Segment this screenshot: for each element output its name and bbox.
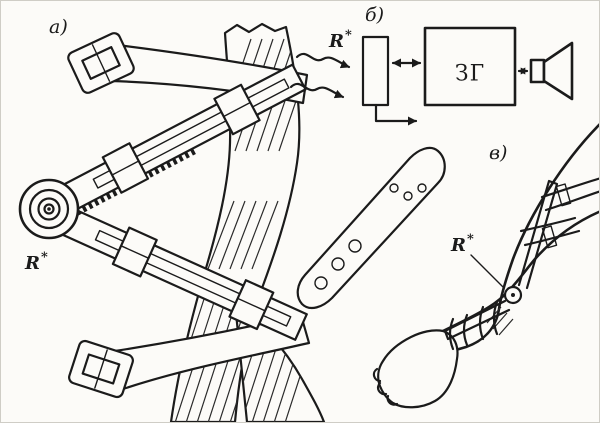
sensor-label-c: R* <box>450 232 474 256</box>
buckle-prong <box>91 44 111 82</box>
clamp-slots <box>111 101 266 312</box>
pivot-axle <box>43 203 55 215</box>
speaker-driver <box>529 58 546 84</box>
lower-strap-buckle <box>68 339 134 399</box>
signal-block-diagram: б) R* ЗГ <box>289 4 574 126</box>
sensor-label-a: R* <box>24 250 48 274</box>
feedback-wire <box>374 103 418 126</box>
arm-strap-2-buckle <box>541 225 558 249</box>
arm-strap-4 <box>478 300 499 341</box>
pivot-hub <box>37 197 61 221</box>
vertical-strap <box>169 22 301 422</box>
arm-inner-contour <box>441 210 599 333</box>
radio-wave-arrow-2 <box>289 82 345 99</box>
generator-label: ЗГ <box>455 62 485 87</box>
lower-bar-slot <box>94 229 292 327</box>
finger-bumps <box>372 367 399 406</box>
lower-strap-band <box>113 313 311 391</box>
arm-strap-3 <box>448 313 469 351</box>
panel-c-label: в) <box>489 142 507 164</box>
holed-strap-small-holes <box>389 183 427 201</box>
panel-b-label: б) <box>365 4 384 26</box>
arm-strap-2 <box>519 216 581 247</box>
pivot-center-dot <box>47 207 51 211</box>
panel-a-label: а) <box>49 16 68 38</box>
arm-illustration: в) R* <box>372 123 599 409</box>
speaker-cone <box>542 41 574 101</box>
generator-box <box>423 26 517 107</box>
arm-strap-1-buckle <box>555 183 572 207</box>
fist <box>377 329 459 409</box>
sensor-label-b: R* <box>328 28 352 52</box>
goniometer-device: а) R* <box>18 16 446 422</box>
holed-strap-big-holes <box>314 239 362 290</box>
buckle-prong <box>94 349 108 389</box>
radio-wave-arrow-1 <box>295 52 351 69</box>
arm-strap-1 <box>540 177 599 212</box>
arm-outer-contour <box>433 123 599 357</box>
speaker-icon <box>529 41 574 101</box>
pivot-ring <box>28 188 70 230</box>
elbow-pivot-dot <box>511 293 515 297</box>
holed-strap <box>296 146 446 310</box>
sensor-leader-line <box>470 254 504 288</box>
device-rod-upper <box>517 179 559 290</box>
resistor-block <box>361 35 390 107</box>
upper-strap-buckle <box>67 32 135 94</box>
